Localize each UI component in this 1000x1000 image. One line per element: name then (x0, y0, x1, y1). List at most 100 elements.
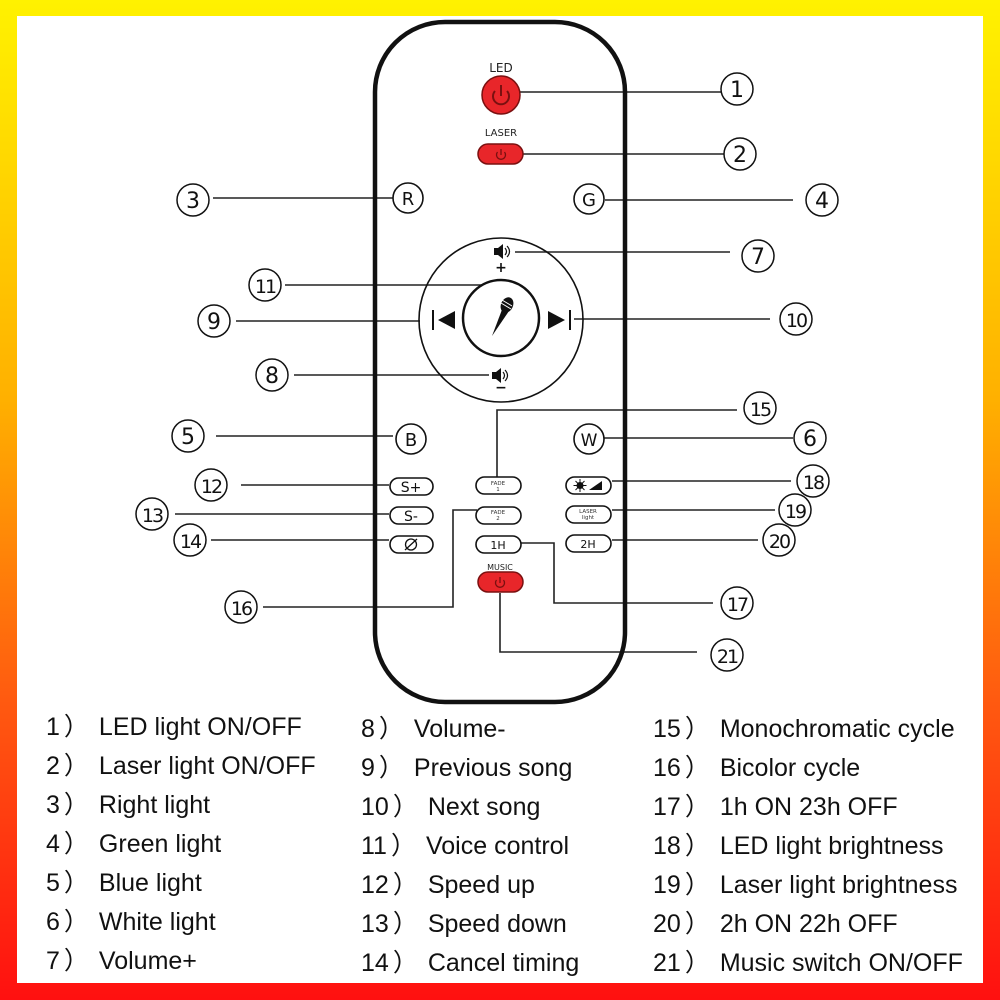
fade1-button[interactable]: FADE 1 (475, 476, 522, 495)
music-power-button[interactable] (477, 571, 524, 593)
legend-item-11: 11）Voice control (361, 827, 579, 866)
callout-number: 21 (717, 646, 738, 668)
legend-number: 8 (361, 715, 375, 743)
legend-item-8: 8）Volume- (361, 710, 579, 749)
diagram-canvas: LED LASER R G + − (17, 16, 983, 983)
callout-3: 3 (176, 183, 210, 217)
b-label: B (405, 430, 417, 451)
speed-up-button[interactable]: S+ (389, 477, 434, 496)
legend-number: 3 (46, 791, 60, 819)
callout-number: 7 (751, 245, 765, 270)
fade2-num: 2 (496, 516, 500, 522)
fade2-button[interactable]: FADE 2 (475, 506, 522, 525)
white-light-button[interactable]: W (573, 423, 605, 455)
microphone-icon (492, 297, 514, 336)
legend-number: 17 (653, 793, 681, 821)
legend-paren: ） (684, 754, 710, 782)
legend-number: 9 (361, 754, 375, 782)
previous-button[interactable] (432, 310, 455, 330)
callout-number: 1 (730, 78, 744, 103)
legend-paren: ） (63, 713, 89, 741)
blue-light-button[interactable]: B (395, 423, 427, 455)
callout-7: 7 (741, 239, 775, 273)
callout-1: 1 (720, 72, 754, 106)
legend-paren: ） (392, 949, 418, 977)
legend-number: 14 (361, 949, 389, 977)
legend-number: 6 (46, 908, 60, 936)
legend-item-1: 1）LED light ON/OFF (46, 708, 316, 747)
legend-item-12: 12）Speed up (361, 866, 579, 905)
callout-18: 18 (796, 464, 830, 498)
legend-paren: ） (684, 715, 710, 743)
legend-text: Next song (427, 793, 541, 821)
led-power-button[interactable] (481, 75, 521, 115)
legend-number: 5 (46, 869, 60, 897)
laser-label: LASER (485, 128, 517, 139)
legend-text: Voice control (425, 832, 570, 860)
legend-item-14: 14）Cancel timing (361, 944, 579, 983)
legend-text: Laser light ON/OFF (98, 752, 316, 780)
timer-1h-button[interactable]: 1H (475, 535, 522, 554)
legend-paren: ） (392, 793, 418, 821)
legend-text: Previous song (413, 754, 573, 782)
cancel-timing-button[interactable] (389, 535, 434, 554)
s-plus-label: S+ (401, 480, 422, 496)
legend-paren: ） (684, 910, 710, 938)
legend-paren: ） (392, 910, 418, 938)
legend-number: 12 (361, 871, 389, 899)
legend-number: 2 (46, 752, 60, 780)
power-icon (492, 85, 510, 106)
two-h-label: 2H (580, 538, 595, 551)
green-light-button[interactable]: G (573, 183, 605, 215)
volume-up-button[interactable]: + (494, 244, 511, 276)
legend-item-19: 19）Laser light brightness (653, 866, 963, 905)
callout-21: 21 (710, 638, 744, 672)
callout-number: 2 (733, 143, 747, 168)
legend-item-7: 7）Volume+ (46, 942, 316, 981)
callout-number: 11 (255, 276, 276, 298)
legend-number: 4 (46, 830, 60, 858)
timer-2h-button[interactable]: 2H (565, 534, 612, 553)
callout-number: 13 (142, 505, 163, 527)
volume-down-button[interactable]: − (492, 368, 509, 396)
legend-item-15: 15） Monochromatic cycle (653, 710, 963, 749)
legend-item-18: 18）LED light brightness (653, 827, 963, 866)
legend-item-9: 9）Previous song (361, 749, 579, 788)
legend-text: Speed down (427, 910, 567, 938)
leader-lines (175, 91, 793, 653)
legend-item-21: 21）Music switch ON/OFF (653, 944, 963, 983)
callout-number: 10 (786, 310, 807, 332)
speed-down-button[interactable]: S- (389, 506, 434, 525)
fade2-label: FADE (491, 510, 506, 516)
led-brightness-button[interactable] (565, 476, 612, 495)
voice-control-button[interactable] (461, 278, 541, 358)
timer-cancel-icon (404, 538, 418, 551)
power-icon (494, 577, 506, 588)
callout-9: 9 (197, 304, 231, 338)
legend-paren: ） (392, 871, 418, 899)
legend-item-3: 3）Right light (46, 786, 316, 825)
laser-power-button[interactable] (477, 143, 524, 165)
legend-paren: ） (63, 947, 89, 975)
next-button[interactable] (548, 310, 571, 330)
legend-number: 1 (46, 713, 60, 741)
legend-item-6: 6）White light (46, 903, 316, 942)
callout-12: 12 (194, 468, 228, 502)
legend-paren: ） (63, 869, 89, 897)
laser-brightness-button[interactable]: LASER light (565, 505, 612, 524)
callout-number: 6 (803, 427, 817, 452)
r-label: R (402, 189, 415, 210)
remote-body (372, 19, 628, 705)
legend-item-5: 5）Blue light (46, 864, 316, 903)
red-light-button[interactable]: R (392, 182, 424, 214)
callout-number: 20 (769, 531, 790, 553)
legend-paren: ） (63, 908, 89, 936)
legend-number: 7 (46, 947, 60, 975)
legend-number: 15 (653, 715, 681, 743)
callout-number: 16 (231, 598, 252, 620)
legend-paren: ） (684, 793, 710, 821)
legend-text: Monochromatic cycle (719, 715, 955, 743)
